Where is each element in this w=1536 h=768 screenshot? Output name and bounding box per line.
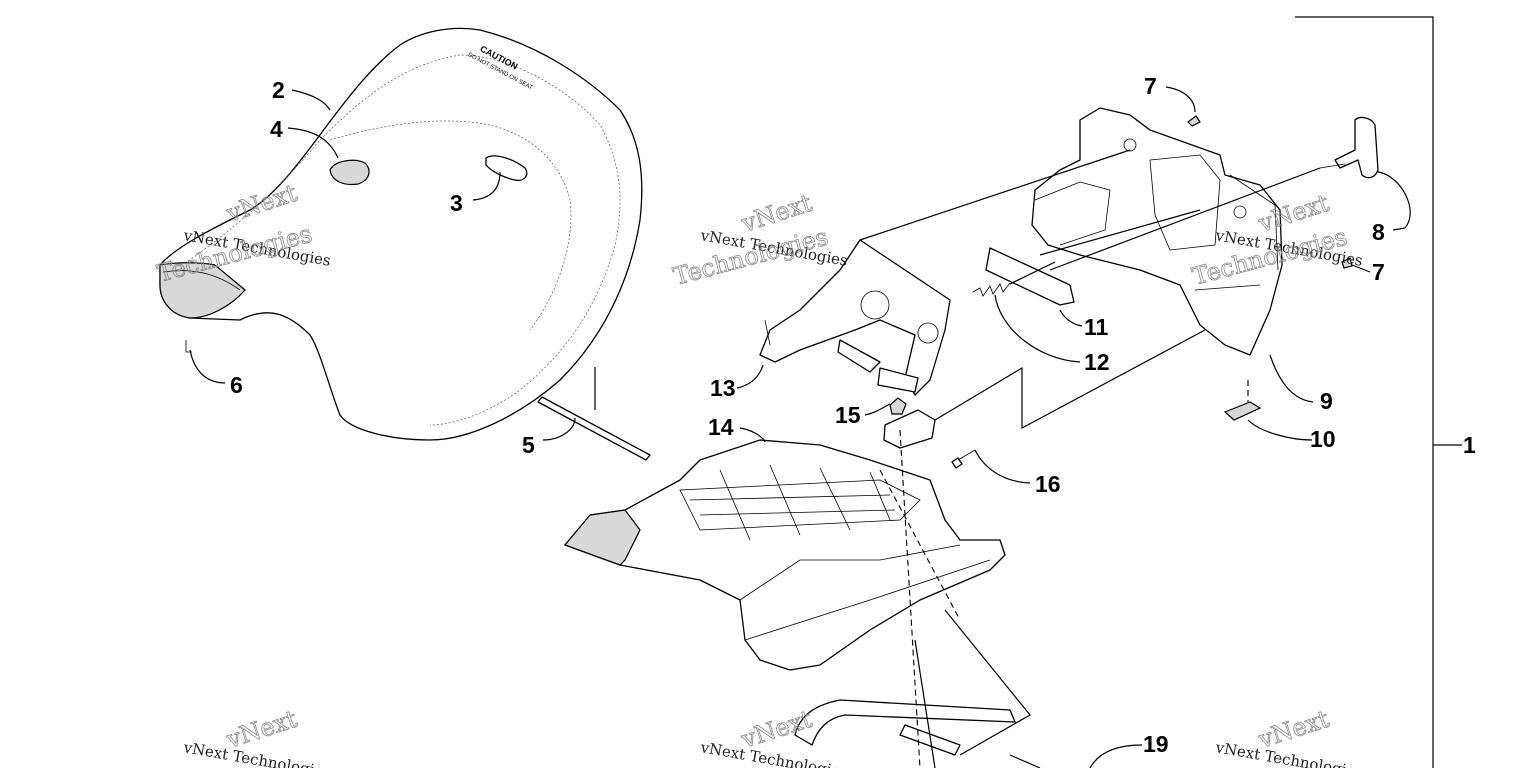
callout-7-top: 7 — [1144, 73, 1157, 99]
flange-nut[interactable] — [889, 397, 907, 415]
callout-4: 4 — [270, 116, 283, 142]
latch-slide[interactable] — [985, 247, 1075, 306]
callout-2: 2 — [272, 77, 285, 103]
seat-strap[interactable] — [485, 155, 528, 181]
seat-cushion[interactable]: CAUTION DO NOT STAND ON SEAT — [159, 27, 643, 441]
callout-19: 19 — [1143, 731, 1169, 757]
seat-clip[interactable] — [185, 340, 192, 353]
watermark-4: vNext vNext Technologies — [181, 704, 332, 768]
rubber-bumper[interactable] — [1223, 401, 1262, 421]
callout-1: 1 — [1463, 432, 1476, 458]
rivet[interactable] — [951, 457, 963, 469]
callout-leaders — [189, 86, 1411, 768]
callout-6: 6 — [230, 372, 243, 398]
callout-7-right: 7 — [1372, 259, 1385, 285]
latch-knob[interactable] — [1319, 116, 1379, 179]
storage-box[interactable] — [1031, 107, 1283, 356]
callout-9: 9 — [1320, 388, 1333, 414]
callout-11: 11 — [1084, 314, 1109, 340]
grab-handle[interactable] — [794, 699, 1016, 756]
callout-15: 15 — [835, 402, 861, 428]
callout-16: 16 — [1035, 471, 1061, 497]
seat-latch-bracket[interactable] — [759, 239, 951, 396]
assembly-bracket — [1295, 16, 1462, 768]
seat-pad[interactable] — [329, 159, 370, 186]
callout-numbers: 2 4 3 6 5 7 8 7 9 10 1 11 12 13 14 15 16… — [230, 73, 1476, 757]
callout-14: 14 — [708, 414, 734, 440]
callout-10: 10 — [1310, 426, 1336, 452]
callout-13: 13 — [710, 375, 736, 401]
screw-right[interactable] — [1341, 257, 1353, 269]
seat-rod[interactable] — [537, 367, 651, 461]
leader-lines — [859, 149, 1321, 768]
callout-5: 5 — [522, 432, 535, 458]
screw-top[interactable] — [1187, 115, 1201, 127]
callout-12: 12 — [1084, 349, 1110, 375]
seat-base-tray[interactable] — [563, 439, 1006, 671]
callout-3: 3 — [450, 190, 463, 216]
watermark-6: vNext vNext Technologies — [1213, 704, 1364, 768]
latch-spring[interactable] — [972, 282, 1011, 297]
latch-plate[interactable] — [883, 409, 936, 449]
callout-8: 8 — [1372, 219, 1385, 245]
watermark-2: vNext vNext Technologies Technologies — [670, 188, 849, 291]
